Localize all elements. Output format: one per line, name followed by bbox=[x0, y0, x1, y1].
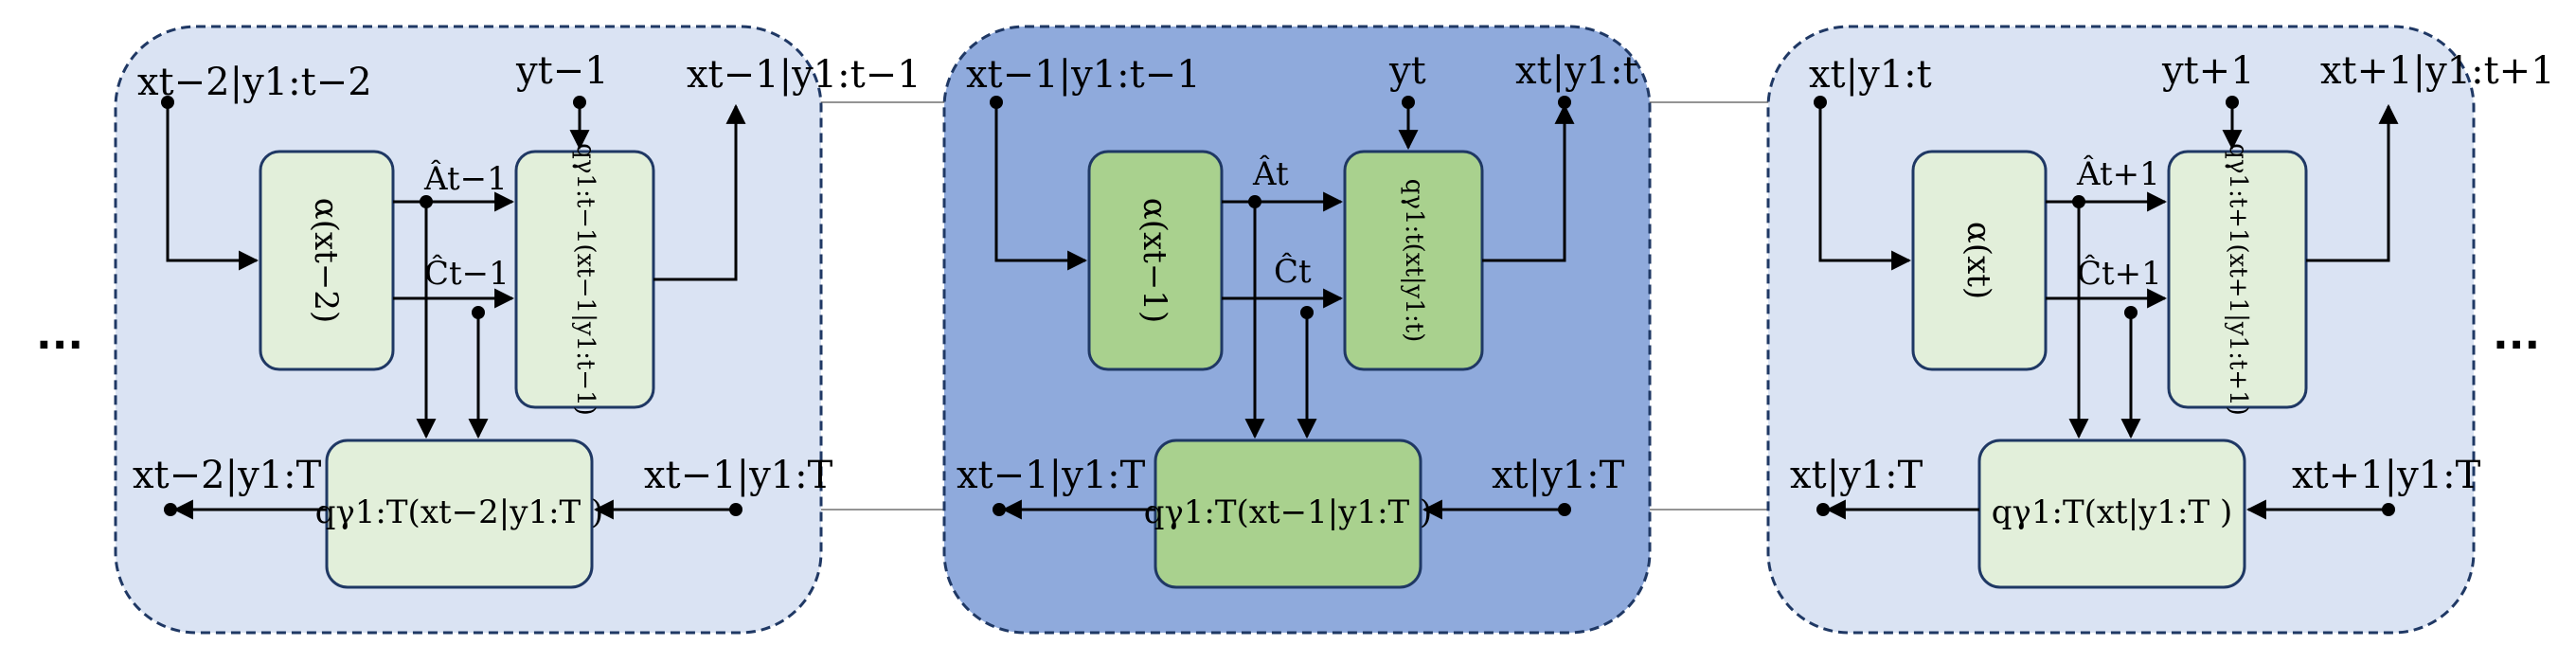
node-C bbox=[472, 306, 485, 319]
ellipsis-right: ... bbox=[2493, 311, 2540, 359]
ellipsis-left: ... bbox=[36, 311, 83, 359]
label-smooth-output: xt|y1:T bbox=[1790, 454, 1923, 497]
label-filter-output: xt−1|y1:t−1 bbox=[687, 53, 921, 97]
wire-filter-out bbox=[2306, 103, 2399, 262]
wire-prev-to-alpha bbox=[1818, 102, 1912, 271]
wire-filter-out bbox=[1482, 103, 1575, 262]
node-smooth-out bbox=[1816, 503, 1830, 516]
label-filter-q: qγ1:t(xt|y1:t) bbox=[1400, 179, 1428, 343]
node-smooth-out bbox=[993, 503, 1006, 516]
node-A bbox=[2072, 195, 2085, 208]
label-smoother-q: qγ1:T(xt−1|y1:T ) bbox=[1144, 493, 1433, 531]
smoother-q-box bbox=[325, 439, 594, 589]
label-filter-output: xt|y1:t bbox=[1515, 49, 1638, 93]
node-obs bbox=[573, 96, 586, 109]
label-smooth-input: xt|y1:T bbox=[1492, 454, 1625, 497]
label-C-hat: Ĉt+1 bbox=[2077, 254, 2162, 293]
label-C-hat: Ĉt bbox=[1274, 252, 1312, 291]
label-prev-state: xt−2|y1:t−2 bbox=[137, 61, 372, 104]
label-C-hat: Ĉt−1 bbox=[424, 254, 510, 293]
node-C bbox=[2124, 306, 2138, 319]
wire-prev-to-alpha bbox=[166, 102, 259, 271]
label-smoother-q: qγ1:T(xt−2|y1:T ) bbox=[315, 493, 604, 531]
alpha-box bbox=[1087, 150, 1224, 371]
label-alpha: α(xt−1) bbox=[1136, 198, 1173, 323]
node-filter-out bbox=[1558, 96, 1571, 109]
node-smooth-out bbox=[164, 503, 177, 516]
alpha-box bbox=[259, 150, 395, 371]
label-observation: yt+1 bbox=[2161, 49, 2255, 93]
panel-t-plus-1: xt|y1:t yt+1 xt+1|y1:t+1 α(xt) Ât+1 Ĉt+1… bbox=[1766, 25, 2555, 635]
node-smooth-in bbox=[729, 503, 742, 516]
label-observation: yt−1 bbox=[515, 49, 609, 93]
label-smoother-q: qγ1:T(xt|y1:T ) bbox=[1992, 493, 2232, 531]
label-prev-state: xt|y1:t bbox=[1809, 53, 1932, 97]
panel-t: xt−1|y1:t−1 yt xt|y1:t α(xt−1) Ât Ĉt qγ1… bbox=[942, 25, 1652, 635]
filter-q-box bbox=[2167, 150, 2308, 409]
panel-t-minus-1: xt−2|y1:t−2 yt−1 xt−1|y1:t−1 α(xt−2) Ât−… bbox=[114, 25, 921, 635]
node-prev bbox=[990, 96, 1003, 109]
node-A bbox=[420, 195, 433, 208]
node-prev bbox=[1814, 96, 1827, 109]
label-prev-state: xt−1|y1:t−1 bbox=[966, 53, 1201, 97]
node-smooth-in bbox=[2382, 503, 2395, 516]
label-filter-q: qγ1:t−1(xt−1|y1:t−1) bbox=[571, 143, 599, 416]
label-filter-q: qγ1:t+1(xt+1|y1:t+1) bbox=[2224, 143, 2252, 416]
label-smooth-input: xt+1|y1:T bbox=[2292, 454, 2481, 497]
label-smooth-input: xt−1|y1:T bbox=[644, 454, 833, 497]
node-prev bbox=[161, 96, 174, 109]
node-obs bbox=[2226, 96, 2239, 109]
node-C bbox=[1300, 306, 1314, 319]
wire-prev-to-alpha bbox=[994, 102, 1088, 271]
node-smooth-in bbox=[1558, 503, 1571, 516]
label-smooth-output: xt−1|y1:T bbox=[957, 454, 1146, 497]
label-alpha: α(xt−2) bbox=[307, 198, 345, 323]
node-A bbox=[1248, 195, 1261, 208]
alpha-box bbox=[1911, 150, 2048, 371]
node-obs bbox=[1402, 96, 1415, 109]
label-A-hat: Ât−1 bbox=[423, 159, 508, 198]
label-smooth-output: xt−2|y1:T bbox=[133, 454, 322, 497]
label-filter-output: xt+1|y1:t+1 bbox=[2320, 49, 2555, 93]
label-A-hat: Ât bbox=[1252, 154, 1289, 193]
label-A-hat: Ât+1 bbox=[2076, 154, 2160, 193]
label-observation: yt bbox=[1388, 49, 1426, 93]
smoother-q-box bbox=[1977, 439, 2246, 589]
label-alpha: α(xt) bbox=[1959, 222, 1997, 299]
smoother-q-box bbox=[1154, 439, 1422, 589]
wire-filter-out bbox=[653, 103, 746, 281]
